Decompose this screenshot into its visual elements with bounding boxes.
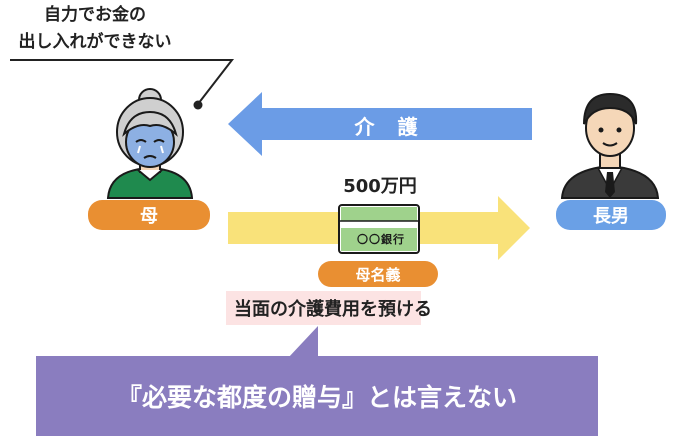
- passbook-icon: [338, 204, 420, 254]
- conclusion-box: [36, 356, 598, 436]
- speech-bubble-line-1: 自力でお金の: [44, 5, 146, 25]
- eldest-son-icon: [560, 92, 660, 199]
- account-holder-label: 母名義: [318, 261, 438, 287]
- care-arrow: [228, 92, 532, 156]
- speech-bubble: 自力でお金の 出し入れができない: [0, 2, 190, 56]
- conclusion-text: 『必要な都度の贈与』とは言えない: [116, 383, 517, 412]
- mother-label: 母: [88, 200, 210, 230]
- bank-name: 〇〇銀行: [357, 233, 405, 246]
- amount-label: 500万円: [343, 176, 417, 197]
- speech-bubble-line-2: 出し入れができない: [18, 32, 172, 52]
- eldest-son-label: 長男: [556, 200, 666, 230]
- conclusion-box-tail: [288, 326, 318, 358]
- care-arrow-label: 介 護: [354, 114, 426, 139]
- speech-bubble-tail: [10, 59, 235, 110]
- deposit-note-highlight: [226, 291, 421, 325]
- deposit-note: 当面の介護費用を預ける: [234, 299, 432, 320]
- grandmother-icon: [106, 88, 194, 199]
